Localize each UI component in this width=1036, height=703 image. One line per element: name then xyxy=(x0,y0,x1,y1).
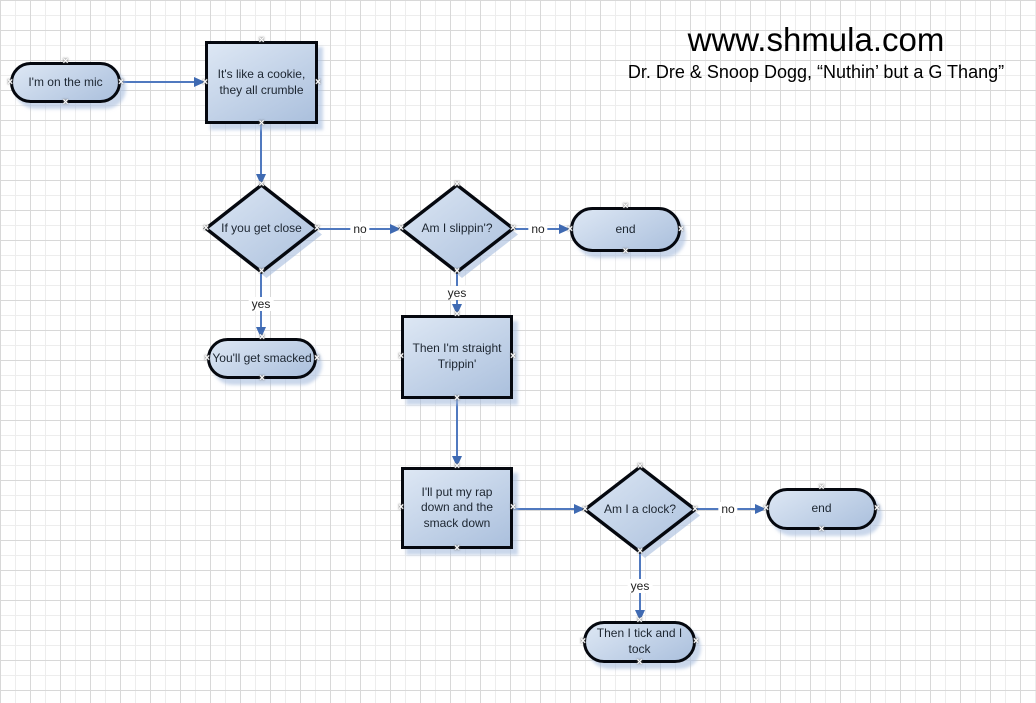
arrowhead-icon xyxy=(574,504,585,514)
page-header: www.shmula.com Dr. Dre & Snoop Dogg, “Nu… xyxy=(600,21,1032,83)
decision-shape xyxy=(203,182,322,278)
slippin-decision[interactable]: Am I slippin'? xyxy=(397,181,523,282)
node-label-text: I'll put my rap down and the smack down xyxy=(420,484,494,530)
connector-rapdown-to-clock[interactable] xyxy=(513,508,577,510)
arrowhead-icon xyxy=(256,327,266,338)
arrowhead-icon xyxy=(452,304,462,315)
clock-decision[interactable]: Am I a clock? xyxy=(581,463,705,562)
node-label-text: Am I slippin'? xyxy=(421,220,493,235)
arrowhead-icon xyxy=(635,610,645,621)
node-label-text: I'm on the mic xyxy=(28,74,103,89)
node-label: Am I a clock? xyxy=(585,467,695,552)
connector-trippin-to-rapdown[interactable] xyxy=(456,399,458,459)
site-title: www.shmula.com xyxy=(687,21,945,58)
end2-terminator[interactable]: end xyxy=(766,488,877,530)
node-label-text: end xyxy=(811,501,832,516)
decision-shape xyxy=(582,464,700,558)
end1-terminator[interactable]: end xyxy=(570,207,681,252)
node-label-text: end xyxy=(615,221,636,236)
connector-start-to-cookie[interactable] xyxy=(121,81,197,83)
node-label-text: You'll get smacked xyxy=(212,350,312,365)
connector-label[interactable]: yes xyxy=(248,297,274,311)
connector-label[interactable]: no xyxy=(350,222,370,236)
arrowhead-icon xyxy=(256,174,266,185)
trippin-process[interactable]: Then I'm straight Trippin' xyxy=(401,315,513,399)
node-label: If you get close xyxy=(206,185,317,272)
node-label-text: It's like a cookie, they all crumble xyxy=(217,66,306,97)
connector-label[interactable]: yes xyxy=(627,579,653,593)
node-label-text: If you get close xyxy=(221,220,302,235)
rapdown-process[interactable]: I'll put my rap down and the smack down xyxy=(401,467,513,549)
connector-label[interactable]: yes xyxy=(444,286,470,300)
smacked-terminator[interactable]: You'll get smacked xyxy=(207,338,317,379)
node-label: Am I slippin'? xyxy=(401,185,513,272)
page-subtitle: Dr. Dre & Snoop Dogg, “Nuthin’ but a G T… xyxy=(627,62,1005,83)
arrowhead-icon xyxy=(194,77,205,87)
start-terminator[interactable]: I'm on the mic xyxy=(10,62,121,103)
node-label-text: Am I a clock? xyxy=(603,501,677,516)
cookie-process[interactable]: It's like a cookie, they all crumble xyxy=(205,41,318,124)
ticktock-terminator[interactable]: Then I tick and I tock xyxy=(583,621,696,663)
connector-cookie-to-close[interactable] xyxy=(260,124,262,177)
decision-shape xyxy=(398,182,518,278)
node-label-text: Then I'm straight Trippin' xyxy=(412,341,502,371)
connector-label[interactable]: no xyxy=(528,222,548,236)
node-label-text: Then I tick and I tock xyxy=(596,626,683,656)
connector-label[interactable]: no xyxy=(718,502,738,516)
arrowhead-icon xyxy=(452,456,462,467)
arrowhead-icon xyxy=(559,224,570,234)
close-decision[interactable]: If you get close xyxy=(202,181,327,282)
arrowhead-icon xyxy=(390,224,401,234)
arrowhead-icon xyxy=(755,504,766,514)
